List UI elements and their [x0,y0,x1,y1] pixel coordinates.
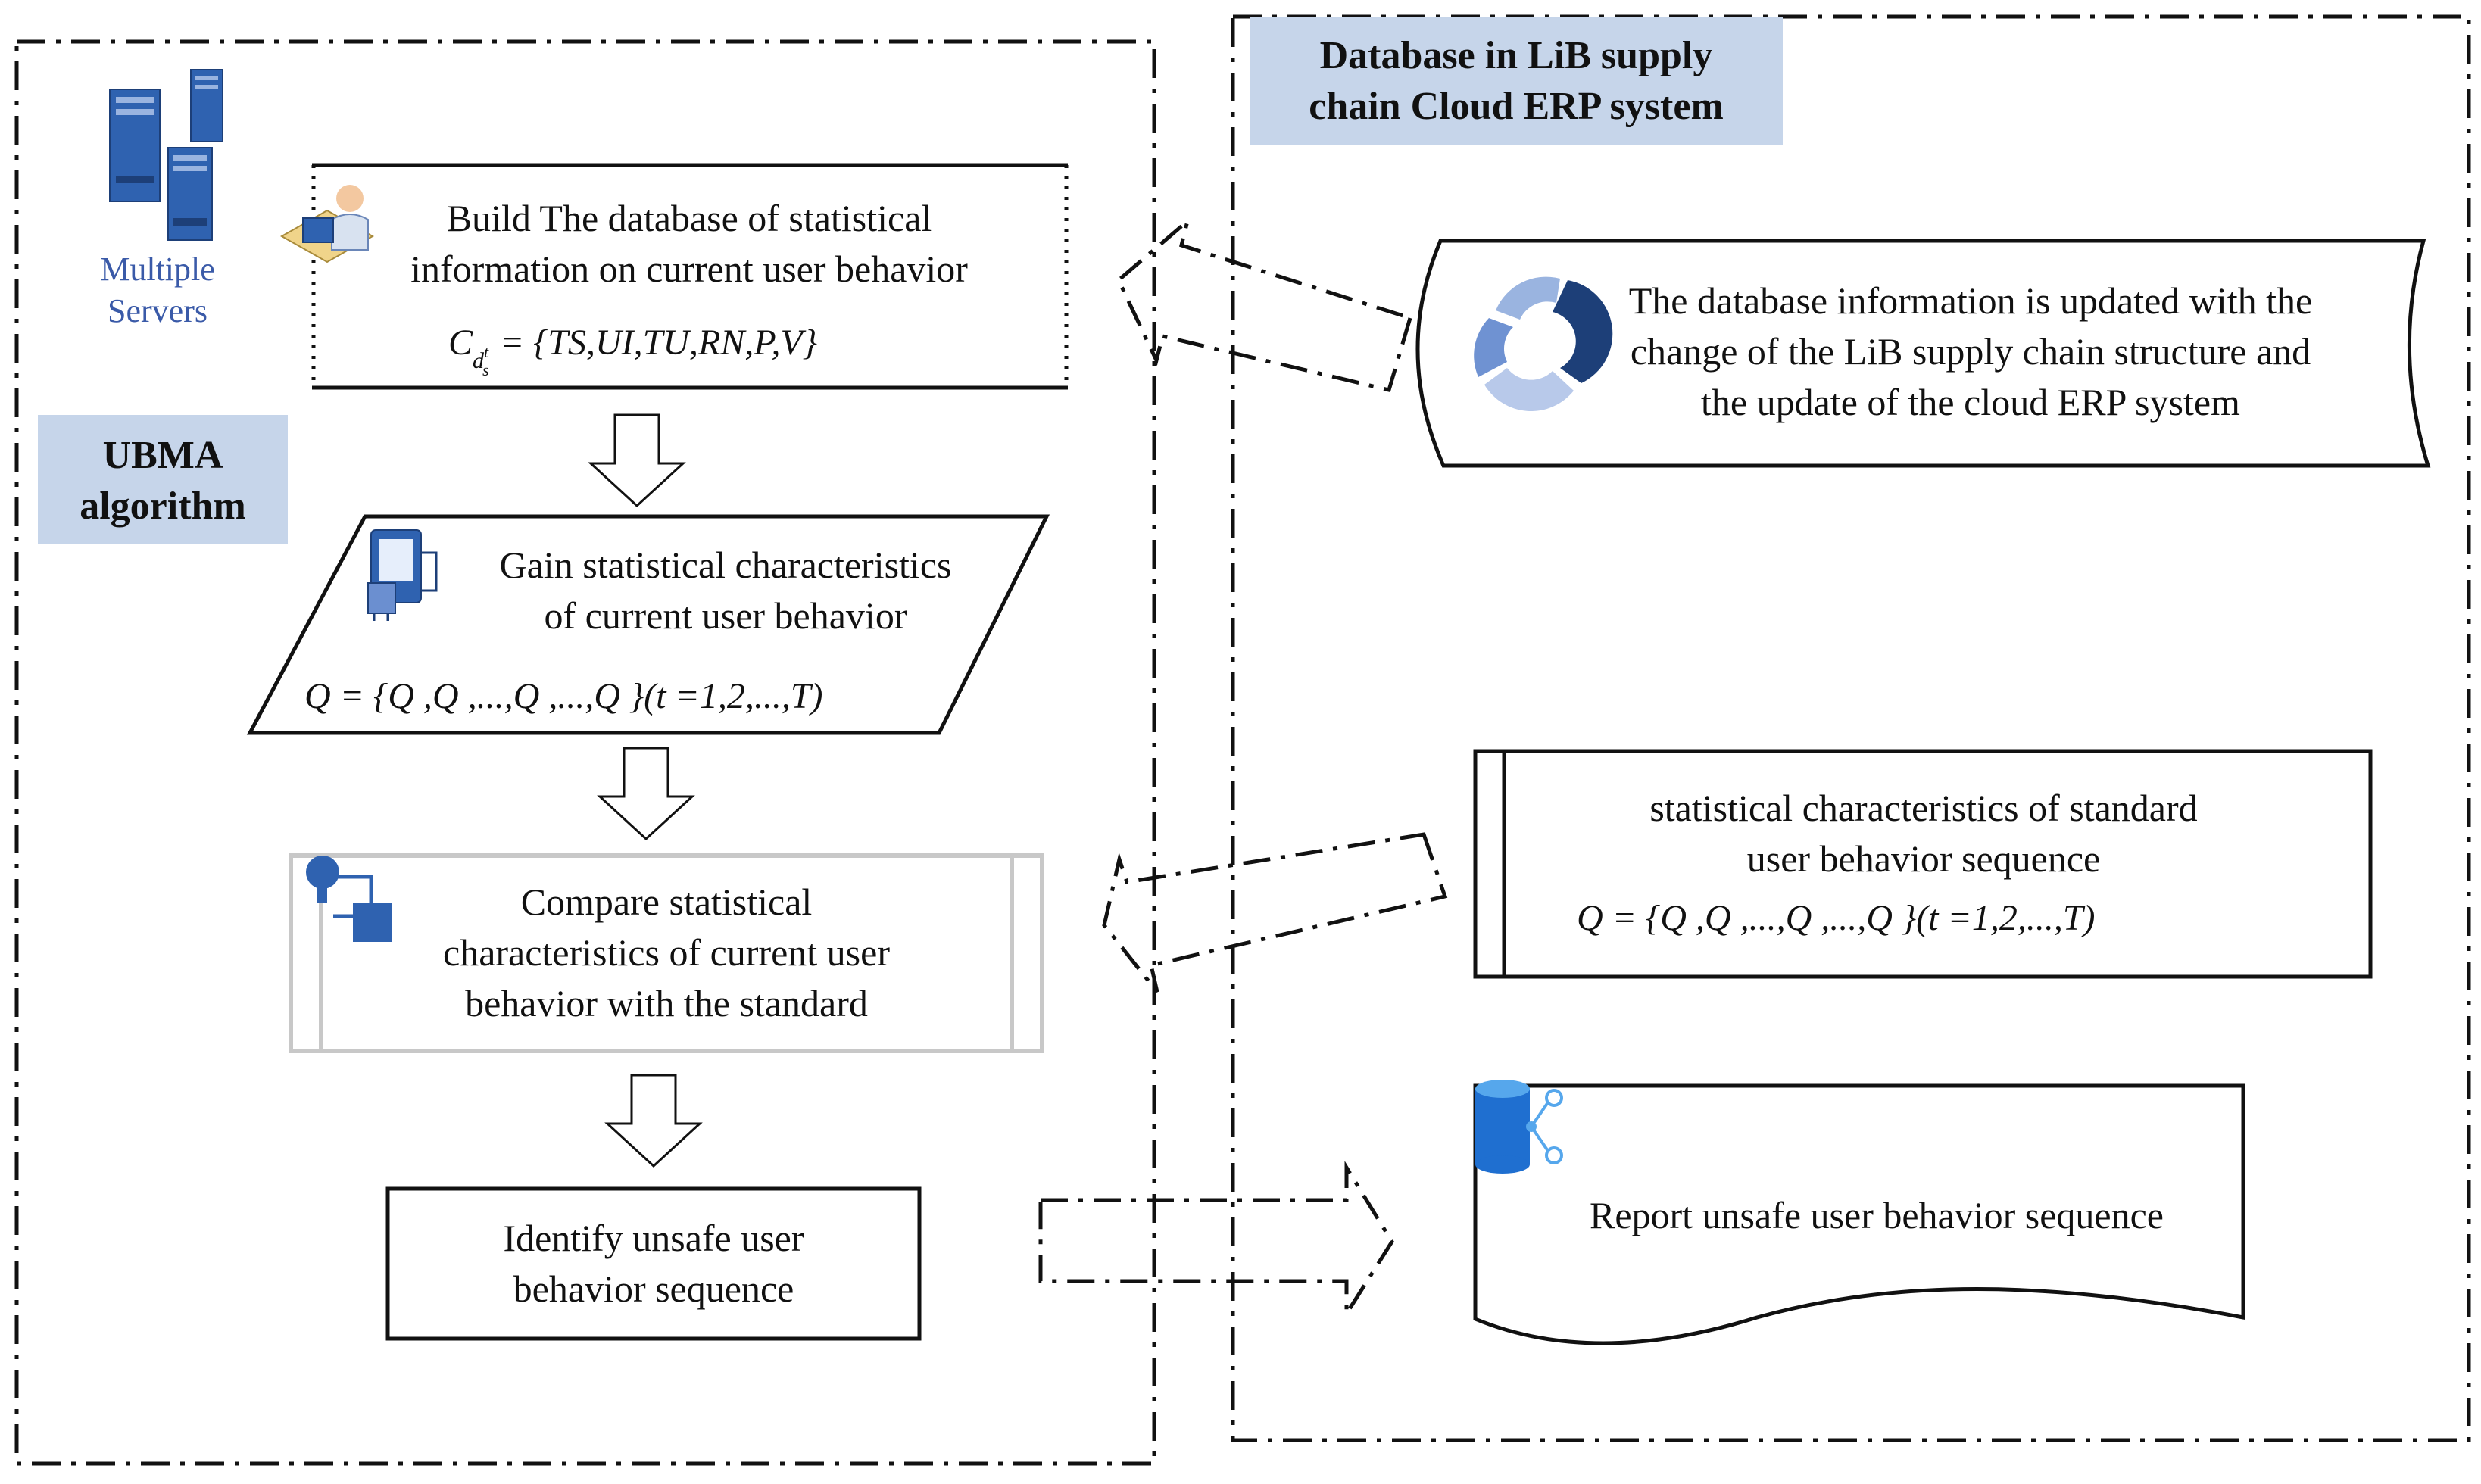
refresh-cycle-icon [1474,276,1613,412]
arrow-build-to-gain [588,413,686,508]
database-label-line-1: Database in LiB supply [1320,34,1713,77]
arrow-compare-to-identify [604,1074,703,1168]
ubma-container [14,39,1156,1466]
arrow-standard-to-compare [1102,832,1448,993]
arrow-gain-to-compare [597,747,695,841]
compare-text-line-1: Compare statistical [521,881,813,923]
servers-label-line-1: Multiple [100,251,215,288]
servers-label-line-2: Servers [108,292,208,329]
build-formula-rest: = {TS,UI,TU,RN,P,V} [500,323,817,363]
update-text-line-2: change of the LiB supply chain structure… [1631,330,2311,373]
gain-text-line-2: of current user behavior [545,594,907,637]
ubma-label-line-1: UBMA [103,434,223,477]
ubma-label-box [38,415,288,544]
database-container [1231,14,2471,1442]
process-flow-icon [306,856,392,942]
report-document-box [1473,1083,2245,1345]
identify-text-line-2: behavior sequence [513,1267,794,1310]
gain-characteristics-box [246,514,1050,735]
build-formula-sub-sup: t [484,342,489,361]
arrow-identify-to-report [1038,1161,1394,1320]
database-label: Database in LiB supply chain Cloud ERP s… [1250,17,1783,145]
gain-text-line-1: Gain statistical characteristics [500,544,952,586]
update-text-line-1: The database information is updated with… [1629,279,2313,322]
standard-characteristics-box [1473,749,2373,979]
arrow-update-to-build [1116,215,1413,392]
update-text-line-3: the update of the cloud ERP system [1701,381,2240,423]
identify-text-line-1: Identify unsafe user [503,1217,804,1259]
ubma-label: UBMA algorithm [38,415,288,544]
database-label-line-2: chain Cloud ERP system [1309,85,1724,128]
compare-text-line-3: behavior with the standard [465,982,868,1024]
compare-characteristics-box [289,853,1044,1053]
device-charger-icon [367,529,438,621]
gain-formula: Q = {Q ,Q ,...,Q ,...,Q }(t =1,2,...,T) [304,676,823,716]
database-cylinder-icon [1475,1080,1563,1174]
standard-text-line-2: user behavior sequence [1747,837,2100,880]
database-update-box [1415,238,2431,468]
build-formula-c: C [448,323,473,363]
identify-unsafe-box [385,1186,922,1341]
server-rack-icon [109,69,223,241]
build-text-line-1: Build The database of statistical [447,197,932,239]
build-text-line-2: information on current user behavior [410,248,968,290]
report-text: Report unsafe user behavior sequence [1590,1194,2164,1236]
compare-text-line-2: characteristics of current user [443,931,890,974]
standard-text-line-1: statistical characteristics of standard [1649,787,2197,829]
ubma-label-line-2: algorithm [80,485,246,528]
database-label-box [1250,17,1783,145]
user-computer-icon [279,185,375,263]
build-database-box [311,163,1069,390]
standard-formula: Q = {Q ,Q ,...,Q ,...,Q }(t =1,2,...,T) [1577,898,2096,938]
build-formula-sub-sub: s [482,360,489,379]
build-formula-subscript: d [473,348,485,373]
